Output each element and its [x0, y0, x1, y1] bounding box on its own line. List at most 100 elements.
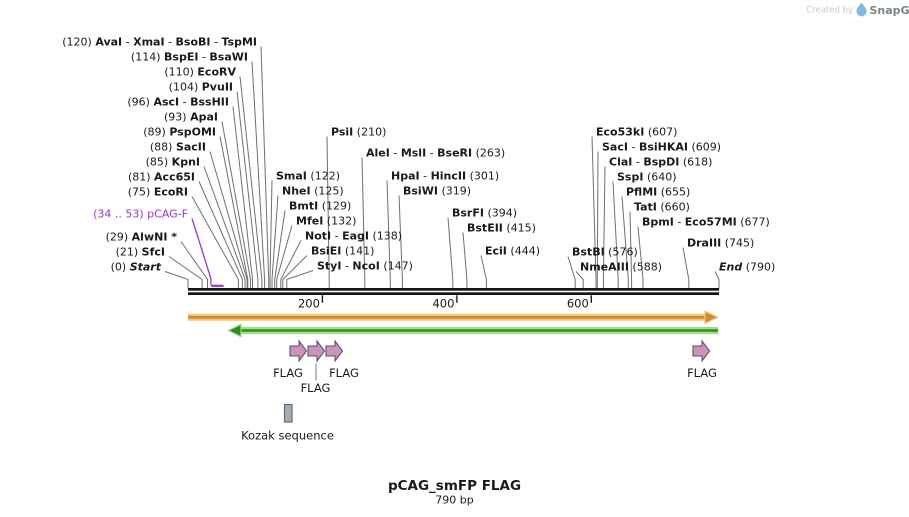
site-label-sfci: (21) SfcI — [116, 246, 165, 259]
flag-arrow-2 — [307, 339, 326, 363]
site-label-avai: (120) AvaI - XmaI - BsoBI - TspMI — [62, 36, 257, 49]
leader-bsiwi — [398, 195, 403, 289]
site-label-kpni: (85) KpnI — [146, 156, 200, 169]
ruler-group: 200 400 600 — [298, 295, 592, 311]
site-label-mfei: MfeI (132) — [296, 215, 356, 228]
site-label-bsiei: BsiEI (141) — [311, 245, 374, 258]
ruler-number-400: 400 — [432, 297, 454, 311]
leader-bsiei — [282, 255, 308, 289]
flag-arrow-1 — [289, 339, 308, 363]
kozak-label: Kozak sequence — [241, 429, 334, 443]
site-label-clai: ClaI - BspDI (618) — [609, 156, 712, 169]
site-label-start: (0) Start — [111, 261, 162, 274]
site-label-ecii: EciI (444) — [485, 245, 540, 258]
primer-label-pcag-f: (34 .. 53) pCAG-F — [93, 208, 188, 221]
site-label-saci: SacI - BsiHKAI (609) — [602, 141, 721, 154]
ruler-number-600: 600 — [567, 297, 589, 311]
site-label-draiii: DraIII (745) — [687, 237, 754, 250]
site-label-tati: TatI (660) — [634, 201, 690, 214]
site-label-eco53ki: Eco53kI (607) — [596, 126, 677, 139]
site-label-sacii: (88) SacII — [150, 141, 206, 154]
site-label-end: End (790) — [719, 261, 775, 274]
leader-tati — [629, 211, 633, 289]
site-label-noti: NotI - EagI (138) — [305, 230, 402, 243]
site-label-alwni: (29) AlwNI * — [106, 231, 178, 244]
site-label-bpmi: BpmI - Eco57MI (677) — [642, 216, 770, 229]
leader-asci — [232, 106, 253, 289]
badge-brand-text: SnapGene — [870, 4, 909, 17]
leader-psii — [326, 136, 330, 289]
leader-nmeaiii — [575, 271, 584, 289]
leader-noti — [280, 240, 302, 289]
leader-draiii — [682, 247, 690, 289]
features-group — [188, 310, 720, 363]
leader-pflmi — [621, 196, 629, 289]
site-label-nmeaiii: NmeAIII (588) — [580, 261, 662, 274]
site-label-bsiwi: BsiWI (319) — [403, 185, 471, 198]
leader-saci — [596, 151, 599, 289]
leader-pvuii — [236, 91, 259, 289]
site-label-ecorv: (110) EcoRV — [164, 66, 236, 79]
leader-sacii — [209, 151, 248, 289]
map-subtitle: 790 bp — [435, 494, 473, 507]
leader-styi — [286, 270, 314, 289]
leader-lines-group — [164, 46, 720, 289]
leader-hpai — [386, 180, 391, 289]
site-label-styi: StyI - NcoI (147) — [317, 260, 413, 273]
leader-end — [714, 271, 720, 289]
site-label-nhei: NheI (125) — [282, 185, 344, 198]
flag-arrow-4 — [692, 339, 711, 363]
leader-ecii — [480, 255, 487, 289]
leader-smai — [269, 180, 273, 289]
leader-pspomi — [219, 136, 249, 289]
leader-mfei — [276, 225, 293, 289]
site-label-bsteii: BstEII (415) — [467, 222, 536, 235]
map-title: pCAG_smFP FLAG — [388, 478, 521, 494]
leader-bstbi — [567, 256, 576, 289]
kozak-box — [283, 403, 293, 423]
snapgene-logo-icon — [856, 2, 867, 17]
site-label-pvuii: (104) PvuII — [169, 81, 233, 94]
ruler-number-200: 200 — [298, 297, 320, 311]
flag-label-2: FLAG — [301, 381, 331, 395]
site-label-ecori: (75) EcoRI — [128, 186, 188, 199]
dna-line-top — [188, 288, 719, 291]
site-label-bstbi: BstBI (576) — [572, 246, 638, 259]
leader-ecori — [191, 196, 239, 289]
leader-bmti — [274, 210, 286, 289]
leader-kpni — [203, 166, 246, 289]
flag-label-4: FLAG — [687, 366, 717, 380]
site-label-alei: AleI - MslI - BseRI (263) — [366, 147, 505, 160]
site-label-hpai: HpaI - HincII (301) — [391, 170, 499, 183]
leader-alwni — [180, 241, 208, 289]
leader-eco53ki — [591, 136, 597, 289]
leader-bpmi — [637, 226, 644, 289]
leader-bspei — [251, 61, 266, 289]
primer-leader — [191, 218, 212, 285]
flag-label-3: FLAG — [329, 366, 359, 380]
leader-alei — [361, 157, 366, 289]
leader-nhei — [271, 195, 279, 289]
site-label-acc65i: (81) Acc65I — [128, 171, 195, 184]
leader-sspi — [612, 181, 619, 289]
site-labels-group: (120) AvaI - XmaI - BsoBI - TspMI (114) B… — [62, 36, 775, 274]
leader-bsteii — [462, 232, 468, 289]
leader-start — [164, 271, 189, 289]
site-label-smai: SmaI (122) — [276, 170, 340, 183]
site-label-bspei: (114) BspEI - BsaWI — [131, 51, 248, 64]
leader-ecorv — [239, 76, 263, 289]
badge-created-by-text: Created by — [806, 6, 853, 16]
leader-sfci — [168, 256, 203, 289]
green-feature-arrowhead — [227, 323, 242, 338]
site-label-pspomi: (89) PspOMI — [143, 126, 216, 139]
site-label-pflmi: PflMI (655) — [626, 186, 690, 199]
leader-acc65i — [198, 181, 243, 289]
leader-bsrfi — [447, 217, 454, 289]
flag-arrow-3 — [325, 339, 344, 363]
sequence-line-group — [188, 288, 719, 295]
leader-clai — [602, 166, 606, 289]
site-label-apai: (93) ApaI — [164, 111, 218, 124]
site-label-bsrfi: BsrFI (394) — [452, 207, 517, 220]
